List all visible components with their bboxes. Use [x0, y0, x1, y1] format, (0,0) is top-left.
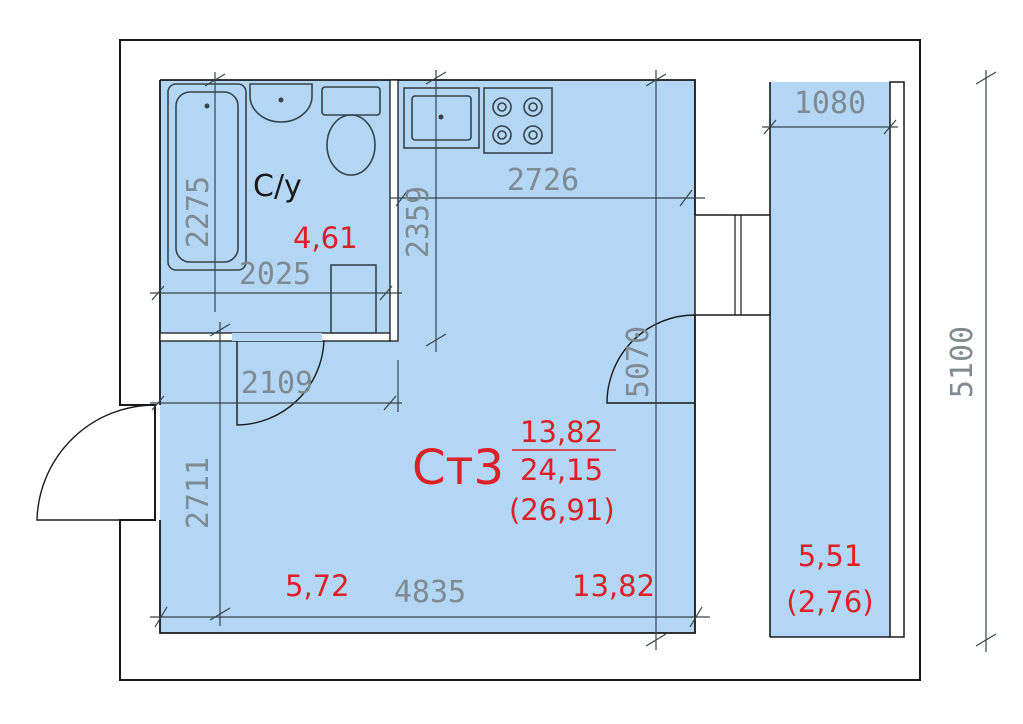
balcony-area-reduced: (2,76) — [786, 585, 873, 619]
dim-balcony-width: 1080 — [794, 86, 866, 121]
bathroom-sink-icon — [249, 83, 313, 123]
washer-icon — [330, 264, 377, 334]
balcony-floor — [770, 82, 890, 637]
kitchen-sink-icon — [403, 87, 480, 149]
unit-area-total: 24,15 — [520, 453, 603, 487]
unit-area-with-balcony: (26,91) — [509, 493, 615, 527]
bathtub-icon — [167, 83, 247, 271]
dim-bath-width: 2025 — [239, 257, 311, 292]
room-area: 13,82 — [572, 569, 655, 603]
inner-outline — [159, 79, 696, 634]
entrance-door-swing — [36, 404, 156, 521]
dimension-lines — [150, 70, 997, 652]
dim-hall-width: 2109 — [241, 366, 313, 401]
dim-room-length: 5070 — [621, 326, 656, 398]
unit-type: Ст3 — [412, 440, 504, 496]
dim-kitchen-depth: 2359 — [401, 186, 436, 258]
bathroom-area: 4,61 — [293, 221, 358, 255]
dim-total-length: 5100 — [945, 326, 980, 398]
dim-hall-length: 2711 — [181, 457, 216, 529]
kitchen-area: 5,72 — [285, 569, 350, 603]
balcony-door-swing — [606, 314, 696, 404]
room-floor — [160, 80, 695, 633]
bath-wall-vertical — [389, 79, 399, 342]
bathroom-label: С/у — [253, 169, 302, 204]
unit-area-living: 13,82 — [520, 415, 603, 449]
dim-room-width: 4835 — [394, 575, 466, 610]
dim-bath-length: 2275 — [181, 176, 216, 248]
balcony-door-opening — [694, 214, 771, 316]
stove-icon — [483, 87, 553, 154]
toilet-icon — [321, 86, 381, 176]
bath-door-gap — [232, 333, 322, 341]
dim-kitchen-width: 2726 — [507, 163, 579, 198]
balcony-area: 5,51 — [798, 539, 863, 573]
balcony-railing — [889, 81, 905, 638]
